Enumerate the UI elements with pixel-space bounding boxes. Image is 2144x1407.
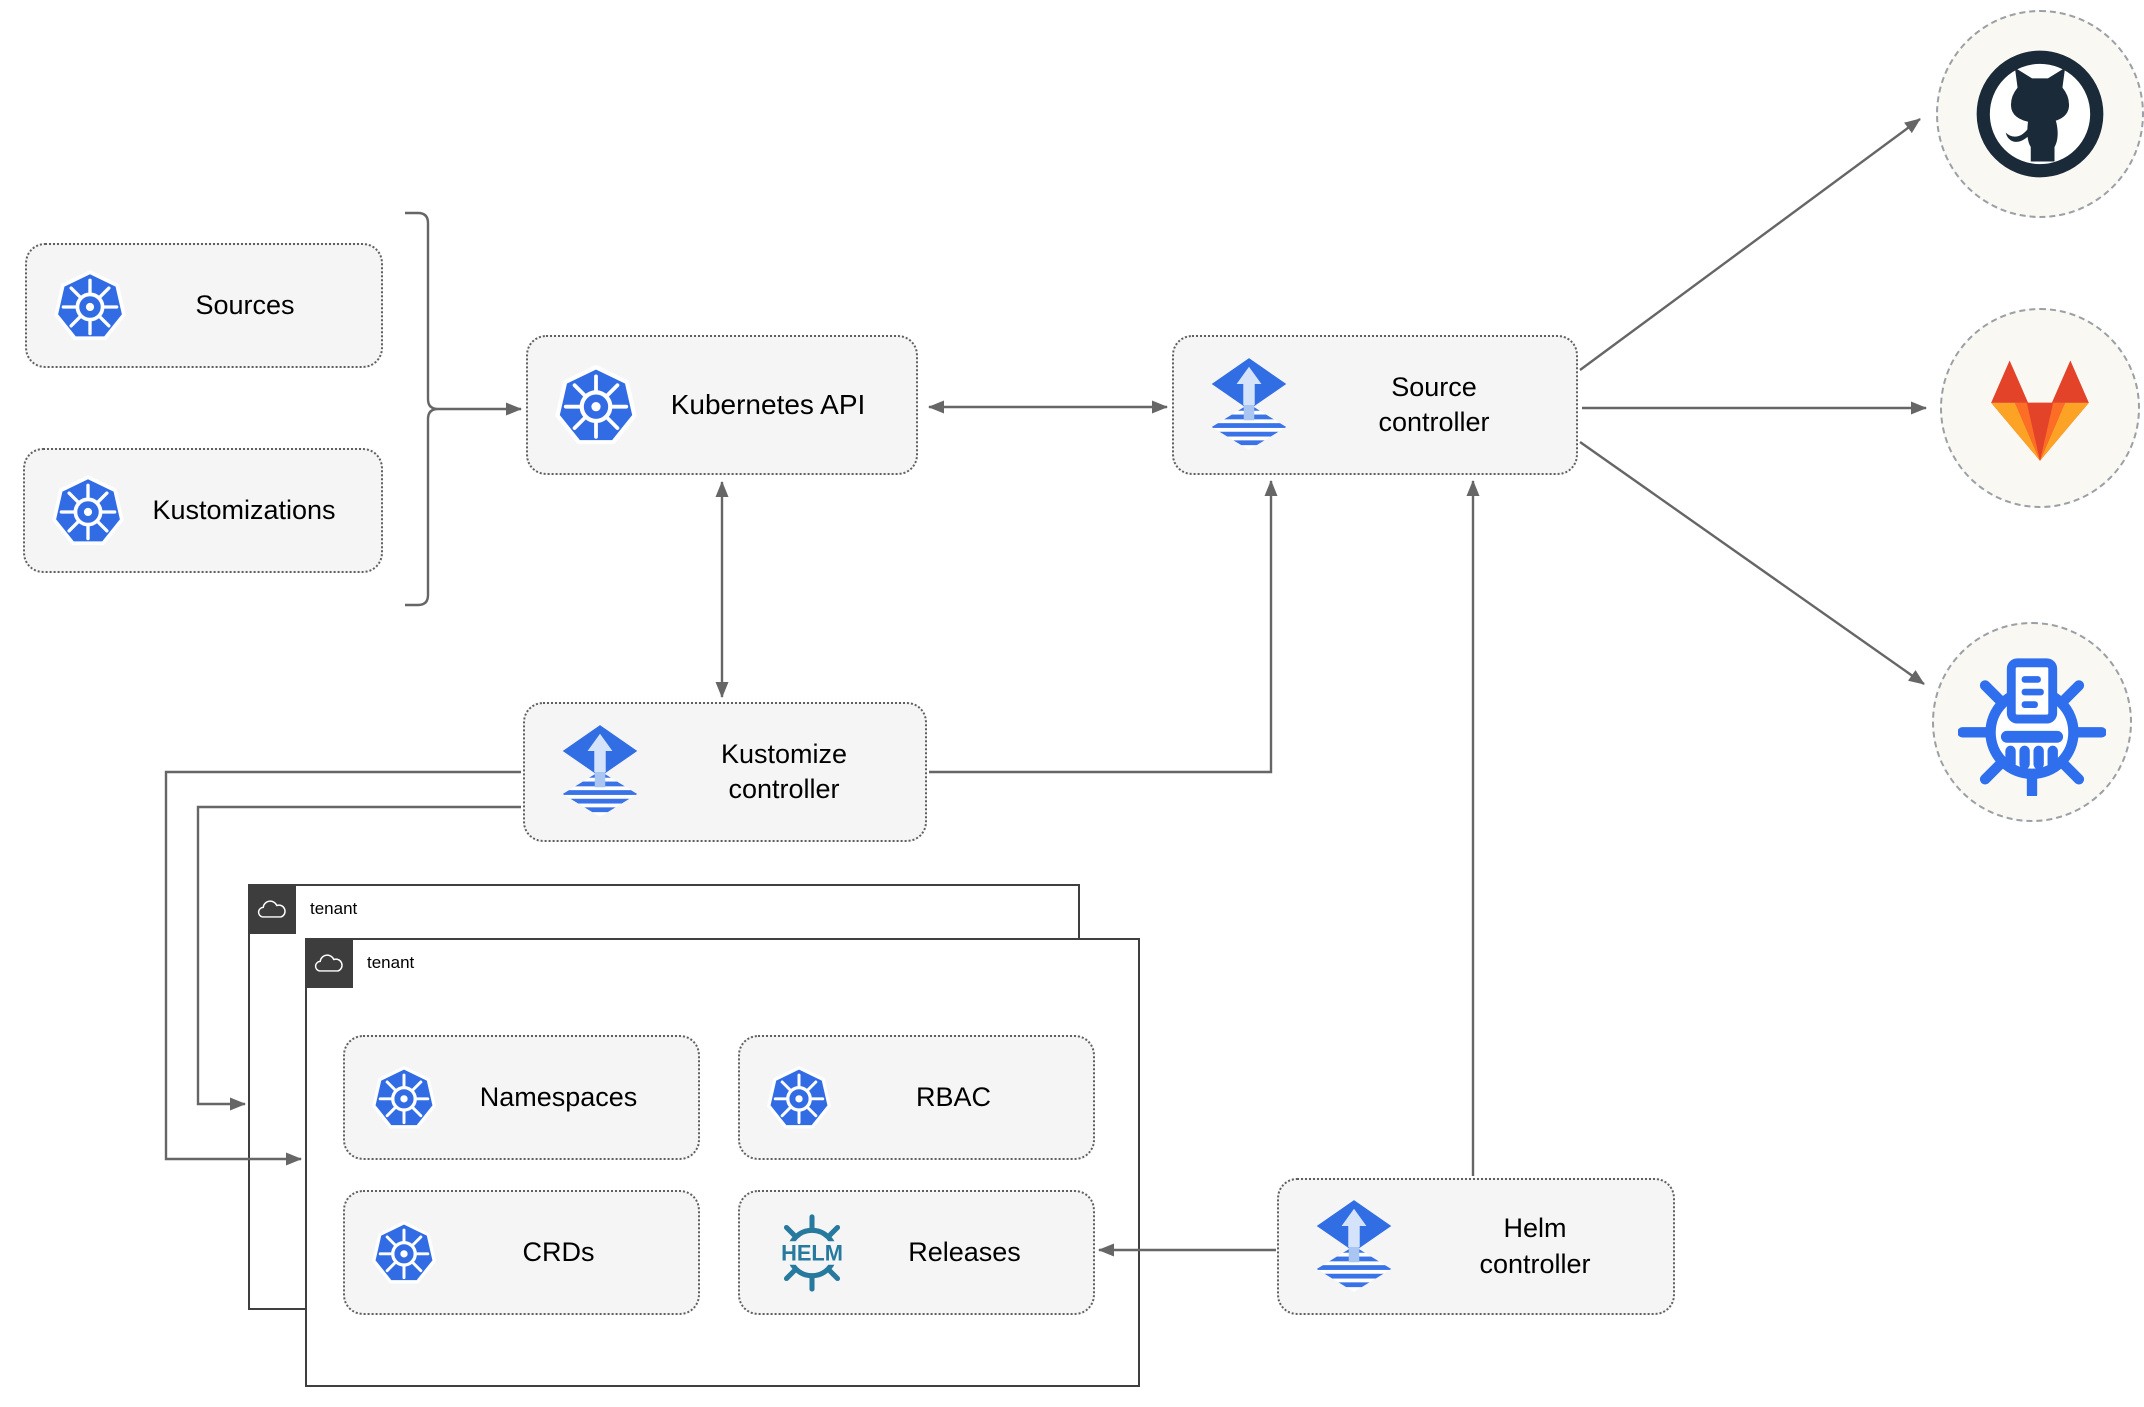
node-label: Source controller [1378, 371, 1490, 437]
node-rbac: RBAC [738, 1035, 1095, 1160]
edge-kustomize-controller-to-source-controller [929, 480, 1278, 774]
node-label: Releases [908, 1236, 1021, 1267]
kubernetes-icon [53, 267, 127, 344]
artifact-circle [1932, 622, 2132, 822]
node-kustomize-controller: Kustomize controller [523, 702, 927, 842]
gitlab-icon [1974, 342, 2106, 474]
node-kustomizations: Kustomizations [23, 448, 383, 573]
github-circle [1936, 10, 2144, 218]
node-namespaces: Namespaces [343, 1035, 700, 1160]
kubernetes-icon [766, 1063, 832, 1132]
node-label: RBAC [915, 1081, 991, 1112]
node-releases: Releases [738, 1190, 1095, 1315]
node-label: Helm controller [1479, 1213, 1591, 1279]
edge-source-controller-to-artifact [1579, 441, 1925, 685]
tenant-label: tenant [367, 953, 415, 972]
node-label: Kubernetes API [670, 388, 866, 420]
node-label: Kustomizations [152, 494, 336, 525]
flux-icon [1206, 357, 1292, 453]
kubernetes-icon [51, 472, 125, 549]
node-source-controller: Source controller [1172, 335, 1578, 475]
node-helm-controller: Helm controller [1277, 1178, 1675, 1315]
helm-icon [770, 1211, 854, 1295]
github-icon [1974, 48, 2106, 180]
node-label: Kustomize controller [720, 738, 848, 804]
node-sources: Sources [25, 243, 383, 368]
node-label: CRDs [522, 1236, 595, 1267]
cloud-icon [255, 896, 289, 922]
grouping-brace [405, 211, 439, 607]
flux-icon [1311, 1199, 1397, 1295]
kustomize-logo-icon [1958, 648, 2106, 796]
gitlab-circle [1940, 308, 2140, 508]
kubernetes-icon [554, 361, 638, 449]
node-crds: CRDs [343, 1190, 700, 1315]
cloud-icon [312, 950, 346, 976]
tenant-label: tenant [310, 899, 358, 918]
cloud-badge [305, 938, 353, 988]
kubernetes-icon [371, 1218, 437, 1287]
cloud-badge [248, 884, 296, 934]
node-label: Namespaces [479, 1081, 638, 1112]
node-label: Sources [195, 289, 295, 320]
edge-source-controller-to-github [1579, 118, 1921, 371]
node-kubernetes-api: Kubernetes API [526, 335, 918, 475]
tenant-box-inner: tenant [305, 938, 1140, 1387]
kubernetes-icon [371, 1063, 437, 1132]
flux-icon [557, 724, 643, 820]
